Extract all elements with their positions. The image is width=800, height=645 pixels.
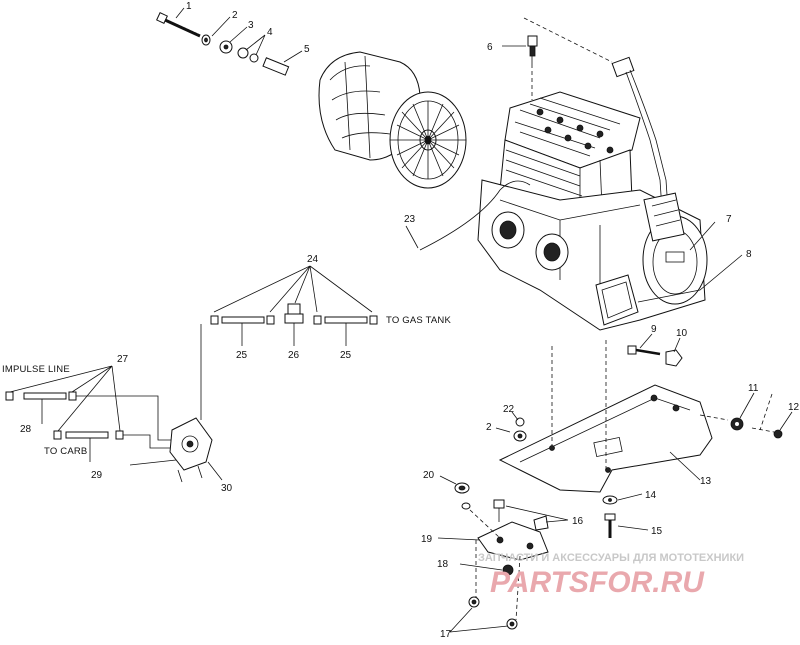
nut-part-18: [502, 564, 514, 576]
nut-part-17: [468, 596, 518, 630]
bolt-part-9: [627, 345, 661, 356]
callout-22: 22: [503, 404, 515, 415]
bracket-part-19: [477, 521, 549, 561]
callout-2: 2: [232, 10, 238, 21]
callout-30: 30: [221, 483, 233, 494]
bolt-part-12: [773, 429, 783, 439]
engine-block: [477, 91, 708, 331]
callout-19: 19: [421, 534, 433, 545]
callout-13: 13: [700, 476, 712, 487]
ring-part-4: [237, 47, 259, 63]
watermark-logo: PARTSFOR.RU: [490, 566, 705, 599]
washer-part-22: [513, 417, 527, 442]
callout-2b: 2: [486, 422, 492, 433]
nut-part-11: [730, 417, 744, 431]
caption-to-gas-tank: TO GAS TANK: [386, 315, 451, 326]
sleeve-part-5: [262, 57, 290, 76]
callout-29: 29: [91, 470, 103, 481]
callout-26: 26: [288, 350, 300, 361]
callout-15: 15: [651, 526, 663, 537]
bolt-part-15: [604, 513, 616, 538]
caption-impulse-line: IMPULSE LINE: [2, 364, 70, 375]
callout-27: 27: [117, 354, 129, 365]
callout-23: 23: [404, 214, 416, 225]
callout-9: 9: [651, 324, 657, 335]
callout-17: 17: [440, 629, 452, 640]
callout-28: 28: [20, 424, 32, 435]
callout-12: 12: [788, 402, 800, 413]
callout-25a: 25: [236, 350, 248, 361]
fuel-pump-part-30: [169, 417, 213, 483]
callout-11: 11: [748, 383, 759, 394]
plug-cap: [611, 56, 669, 211]
callout-4: 4: [267, 27, 273, 38]
callout-labels: 1 2 3 4 5 6 7 8 9 10 11 12 13 14 15 16 1…: [20, 1, 800, 640]
callout-16: 16: [572, 516, 584, 527]
nut-part-10: [665, 349, 683, 367]
fuel-line-group: [210, 303, 378, 330]
callout-6: 6: [487, 42, 493, 53]
drive-clutch-assembly: [318, 51, 467, 189]
spark-plug-part-6: [527, 35, 538, 64]
callout-18: 18: [437, 559, 449, 570]
callout-10: 10: [676, 328, 688, 339]
callout-20: 20: [423, 470, 435, 481]
callout-14: 14: [645, 490, 657, 501]
stud-part-16: [493, 499, 549, 531]
watermark: ЗАПЧАСТИ И АКСЕССУАРЫ ДЛЯ МОТОТЕХНИКИ PA…: [478, 552, 744, 599]
washer-part-2: [201, 34, 211, 46]
callout-5: 5: [304, 44, 310, 55]
callout-8: 8: [746, 249, 752, 260]
callout-3: 3: [248, 20, 254, 31]
washer-part-14: [602, 495, 618, 505]
callout-7: 7: [726, 214, 732, 225]
grommet-part-20: [454, 482, 471, 510]
callout-1: 1: [186, 1, 192, 12]
watermark-tagline: ЗАПЧАСТИ И АКСЕССУАРЫ ДЛЯ МОТОТЕХНИКИ: [478, 552, 744, 564]
callout-24: 24: [307, 254, 319, 265]
bolt-part-1: [156, 12, 201, 38]
bushing-part-3: [219, 40, 233, 54]
impulse-line-group: [5, 391, 124, 440]
callout-25b: 25: [340, 350, 352, 361]
fuel-filter-part-26: [284, 303, 304, 330]
caption-to-carb: TO CARB: [44, 446, 87, 457]
